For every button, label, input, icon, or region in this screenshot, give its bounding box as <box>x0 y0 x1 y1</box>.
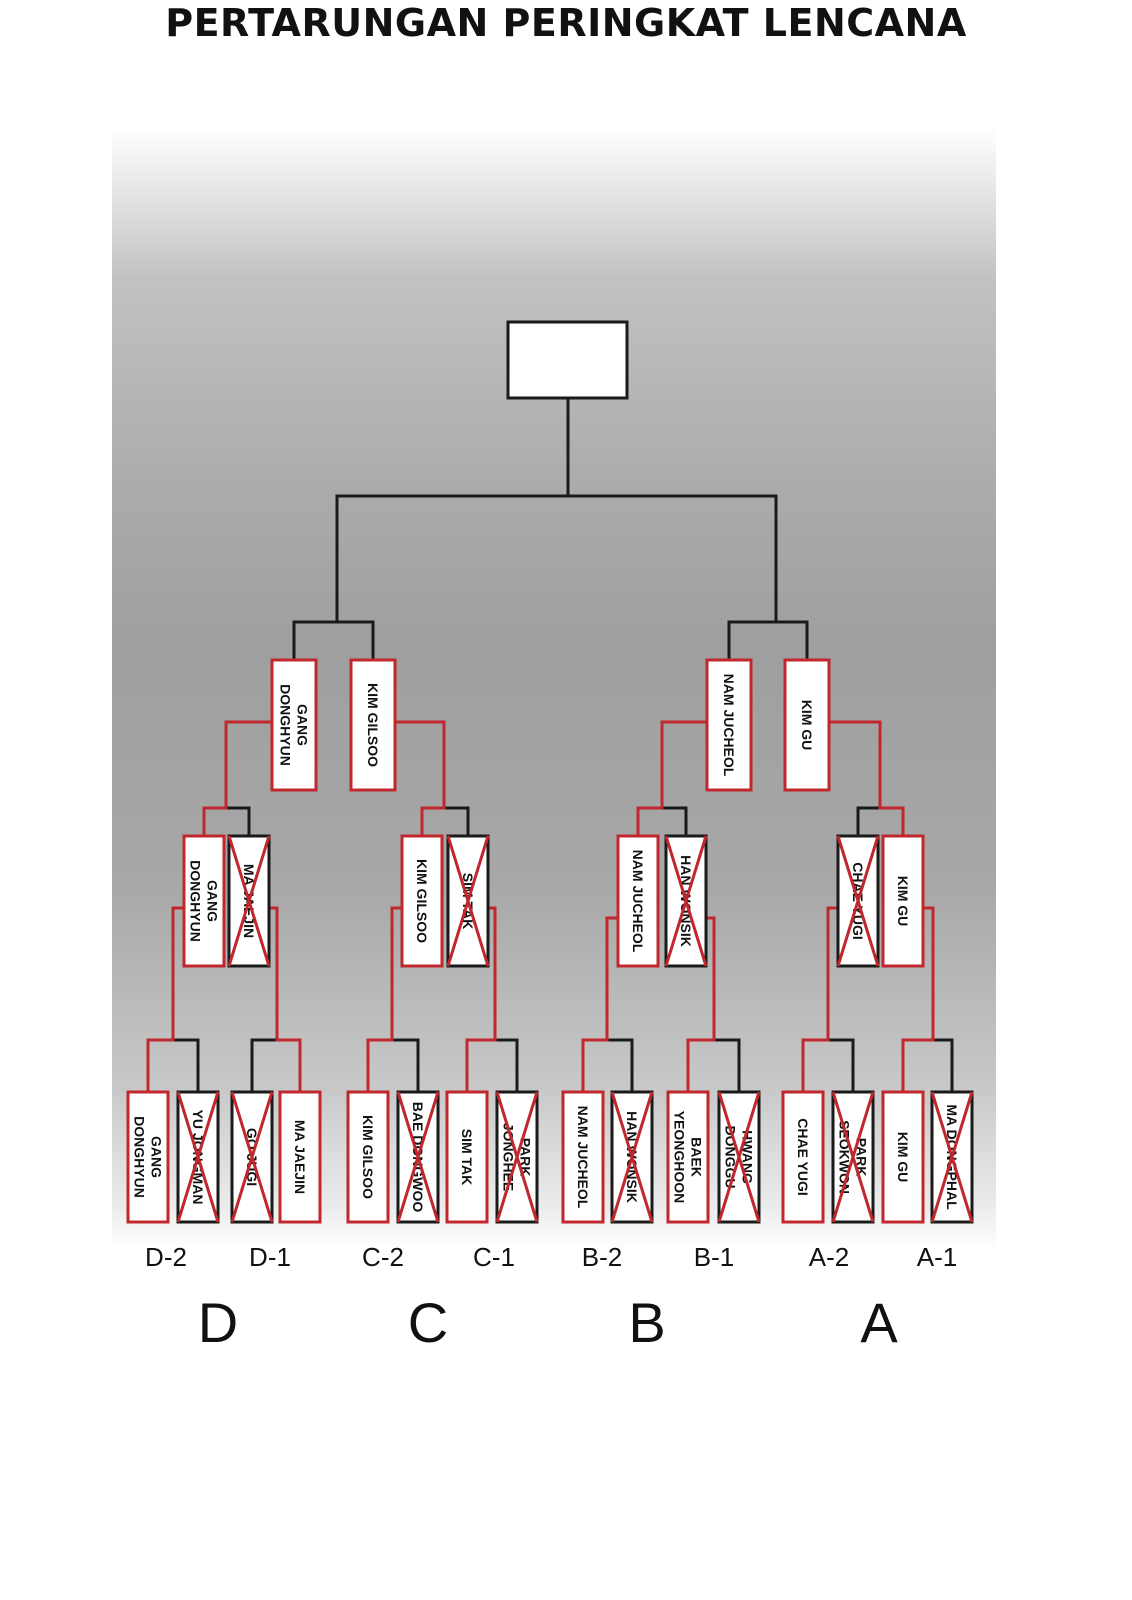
round2-player-name: GANGDONGHYUN <box>188 860 221 942</box>
round3-player-name: KIM GU <box>799 700 815 751</box>
subgroup-label-c1: C-1 <box>473 1242 515 1272</box>
round3-player-box: NAM JUCHEOL <box>705 658 753 792</box>
group-label-c: C <box>407 1291 449 1354</box>
round1-player-cross-mark <box>230 1091 274 1223</box>
round1-player-box: BAE DONGWOO <box>396 1090 440 1224</box>
round2-player-box: CHAE YUGI <box>836 834 880 968</box>
round2-player-name: NAM JUCHEOL <box>630 850 646 953</box>
round1-player-box: KIM GU <box>881 1090 925 1224</box>
bracket-panel <box>112 128 996 1250</box>
round1-player-name: CHAE YUGI <box>795 1118 811 1196</box>
round1-player-cross-mark <box>396 1091 440 1223</box>
round1-player-cross-mark <box>610 1091 654 1223</box>
round1-player-box: YU JONGMAN <box>176 1090 220 1224</box>
round2-player-box-frame <box>400 834 444 968</box>
round1-player-box: CHAE YUGI <box>781 1090 825 1224</box>
round2-player-name: KIM GILSOO <box>414 859 430 943</box>
group-label-d: D <box>197 1291 239 1354</box>
champion-box <box>506 320 629 400</box>
round1-player-box: SIM TAK <box>445 1090 489 1224</box>
round1-player-cross-mark <box>176 1091 220 1223</box>
page-title: PERTARUNGAN PERINGKAT LENCANA <box>165 1 967 45</box>
round2-player-cross-mark <box>227 835 271 967</box>
round2-player-box: GANGDONGHYUN <box>182 834 226 968</box>
round1-player-box-frame <box>445 1090 489 1224</box>
round1-player-box-frame <box>278 1090 322 1224</box>
round1-player-box: HWANGDONGGU <box>717 1090 761 1224</box>
round1-player-box: KIM GILSOO <box>346 1090 390 1224</box>
round1-player-box: GO JUGI <box>230 1090 274 1224</box>
round3-player-box-frame <box>705 658 753 792</box>
subgroup-label-c2: C-2 <box>362 1242 404 1272</box>
round1-player-name: BAEKYEONGHOON <box>672 1111 705 1204</box>
round1-player-name: GANGDONGHYUN <box>132 1116 165 1198</box>
round1-player-box: HAN WONSIK <box>610 1090 654 1224</box>
round1-player-name: KIM GILSOO <box>360 1115 376 1199</box>
round1-player-cross-mark <box>831 1091 875 1223</box>
round1-player-box: MA DONGPHAL <box>930 1090 974 1224</box>
round3-player-box: KIM GILSOO <box>349 658 397 792</box>
round3-player-box-frame <box>270 658 318 792</box>
round1-player-box: PARKSEOKWON <box>831 1090 875 1224</box>
round1-player-box-frame <box>781 1090 825 1224</box>
round1-player-name: KIM GU <box>895 1132 911 1183</box>
round1-player-name: SIM TAK <box>459 1129 475 1186</box>
round2-player-box: KIM GILSOO <box>400 834 444 968</box>
round1-player-box: PARKJONGHEE <box>495 1090 539 1224</box>
round1-player-cross-mark <box>930 1091 974 1223</box>
round2-player-name: KIM GU <box>895 876 911 927</box>
round2-player-box: NAM JUCHEOL <box>616 834 660 968</box>
subgroup-label-b1: B-1 <box>693 1242 735 1272</box>
round1-player-box: MA JAEJIN <box>278 1090 322 1224</box>
round1-player-box-frame <box>881 1090 925 1224</box>
round2-player-box-frame <box>616 834 660 968</box>
subgroup-label-d1: D-1 <box>249 1242 291 1272</box>
round3-player-box: GANGDONGHYUN <box>270 658 318 792</box>
round1-player-box: NAM JUCHEOL <box>561 1090 605 1224</box>
round3-player-name: NAM JUCHEOL <box>721 674 737 777</box>
round1-player-cross-mark <box>717 1091 761 1223</box>
round3-player-name: KIM GILSOO <box>365 683 381 767</box>
round2-player-box: MA JAEJIN <box>227 834 271 968</box>
round2-player-box-frame <box>881 834 925 968</box>
subgroup-label-d2: D-2 <box>145 1242 187 1272</box>
round1-player-box: BAEKYEONGHOON <box>666 1090 710 1224</box>
group-label-b: B <box>628 1291 666 1354</box>
round2-player-cross-mark <box>664 835 708 967</box>
subgroup-label-b2: B-2 <box>581 1242 623 1272</box>
round1-player-box-frame <box>666 1090 710 1224</box>
round3-player-box: KIM GU <box>783 658 831 792</box>
round1-player-name: MA JAEJIN <box>292 1120 308 1194</box>
round1-player-cross-mark <box>495 1091 539 1223</box>
round2-player-cross-mark <box>446 835 490 967</box>
subgroup-label-a2: A-2 <box>808 1242 850 1272</box>
round2-player-box: HAN WONSIK <box>664 834 708 968</box>
round3-player-name: GANGDONGHYUN <box>278 684 311 766</box>
round2-player-cross-mark <box>836 835 880 967</box>
group-label-a: A <box>860 1291 898 1354</box>
round1-player-name: NAM JUCHEOL <box>575 1106 591 1209</box>
round1-player-box-frame <box>126 1090 170 1224</box>
round3-player-box-frame <box>349 658 397 792</box>
round1-player-box-frame <box>346 1090 390 1224</box>
round2-player-box: KIM GU <box>881 834 925 968</box>
round1-player-box: GANGDONGHYUN <box>126 1090 170 1224</box>
round3-player-box-frame <box>783 658 831 792</box>
round2-player-box: SIM TAK <box>446 834 490 968</box>
round2-player-box-frame <box>182 834 226 968</box>
subgroup-label-a1: A-1 <box>916 1242 958 1272</box>
round1-player-box-frame <box>561 1090 605 1224</box>
